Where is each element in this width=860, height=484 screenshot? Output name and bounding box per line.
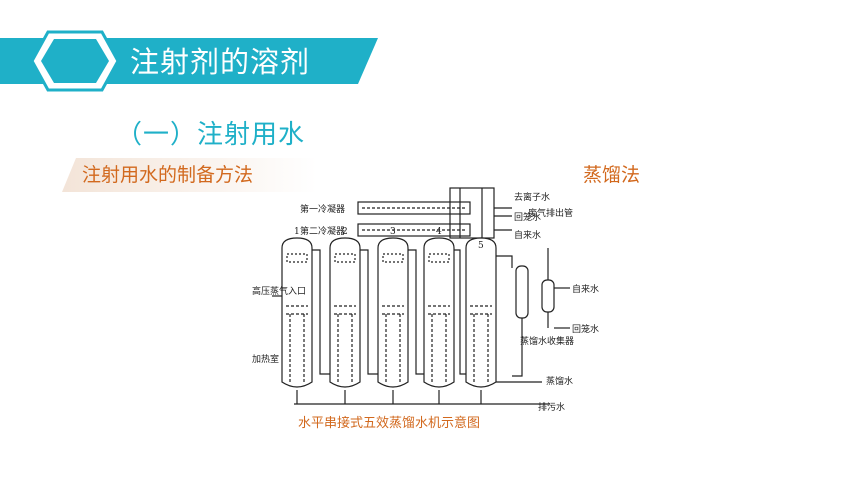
column-2 [329,237,361,388]
collector-label: 蒸馏水收集器 [520,335,574,347]
hexagon-icon [30,30,120,92]
column-number: 5 [478,241,484,251]
return-water-label: 回笼水 [514,211,541,223]
column-number: 3 [390,227,396,237]
distilled-water-collector [515,265,529,319]
column-5 [465,237,497,388]
tap-water-label: 自来水 [514,229,541,241]
page-title: 注射剂的溶剂 [130,45,311,79]
column-4 [423,237,455,388]
exhaust-label: 废气排出管 [528,207,573,219]
column-number: 1 [294,227,300,237]
method-label: 注射用水的制备方法 [82,164,254,186]
section-subtitle: （一）注射用水 [116,120,306,150]
tap-water-right-label: 自来水 [572,283,599,295]
column-number: 2 [342,227,348,237]
distiller-diagram: 第一冷凝器 第二冷凝器 去离子水 回笼水 自来水 废气排出管 自来水 回笼水 蒸… [252,187,599,413]
column-number: 4 [436,227,442,237]
method-value: 蒸馏法 [583,164,641,186]
column-3 [377,237,409,388]
drain-label: 排污水 [538,401,565,413]
distilled-water-label: 蒸馏水 [546,375,573,387]
steam-inlet-label: 高压蒸气入口 [252,285,306,297]
column-1 [281,237,313,388]
second-condenser-label: 第二冷凝器 [300,225,345,237]
first-condenser-label: 第一冷凝器 [300,203,345,215]
diagram-caption: 水平串接式五效蒸馏水机示意图 [298,416,481,431]
method-label-background [62,158,317,192]
deionized-water-label: 去离子水 [514,191,550,203]
return-water-right-label: 回笼水 [572,323,599,335]
heating-room-label: 加热室 [252,353,279,365]
